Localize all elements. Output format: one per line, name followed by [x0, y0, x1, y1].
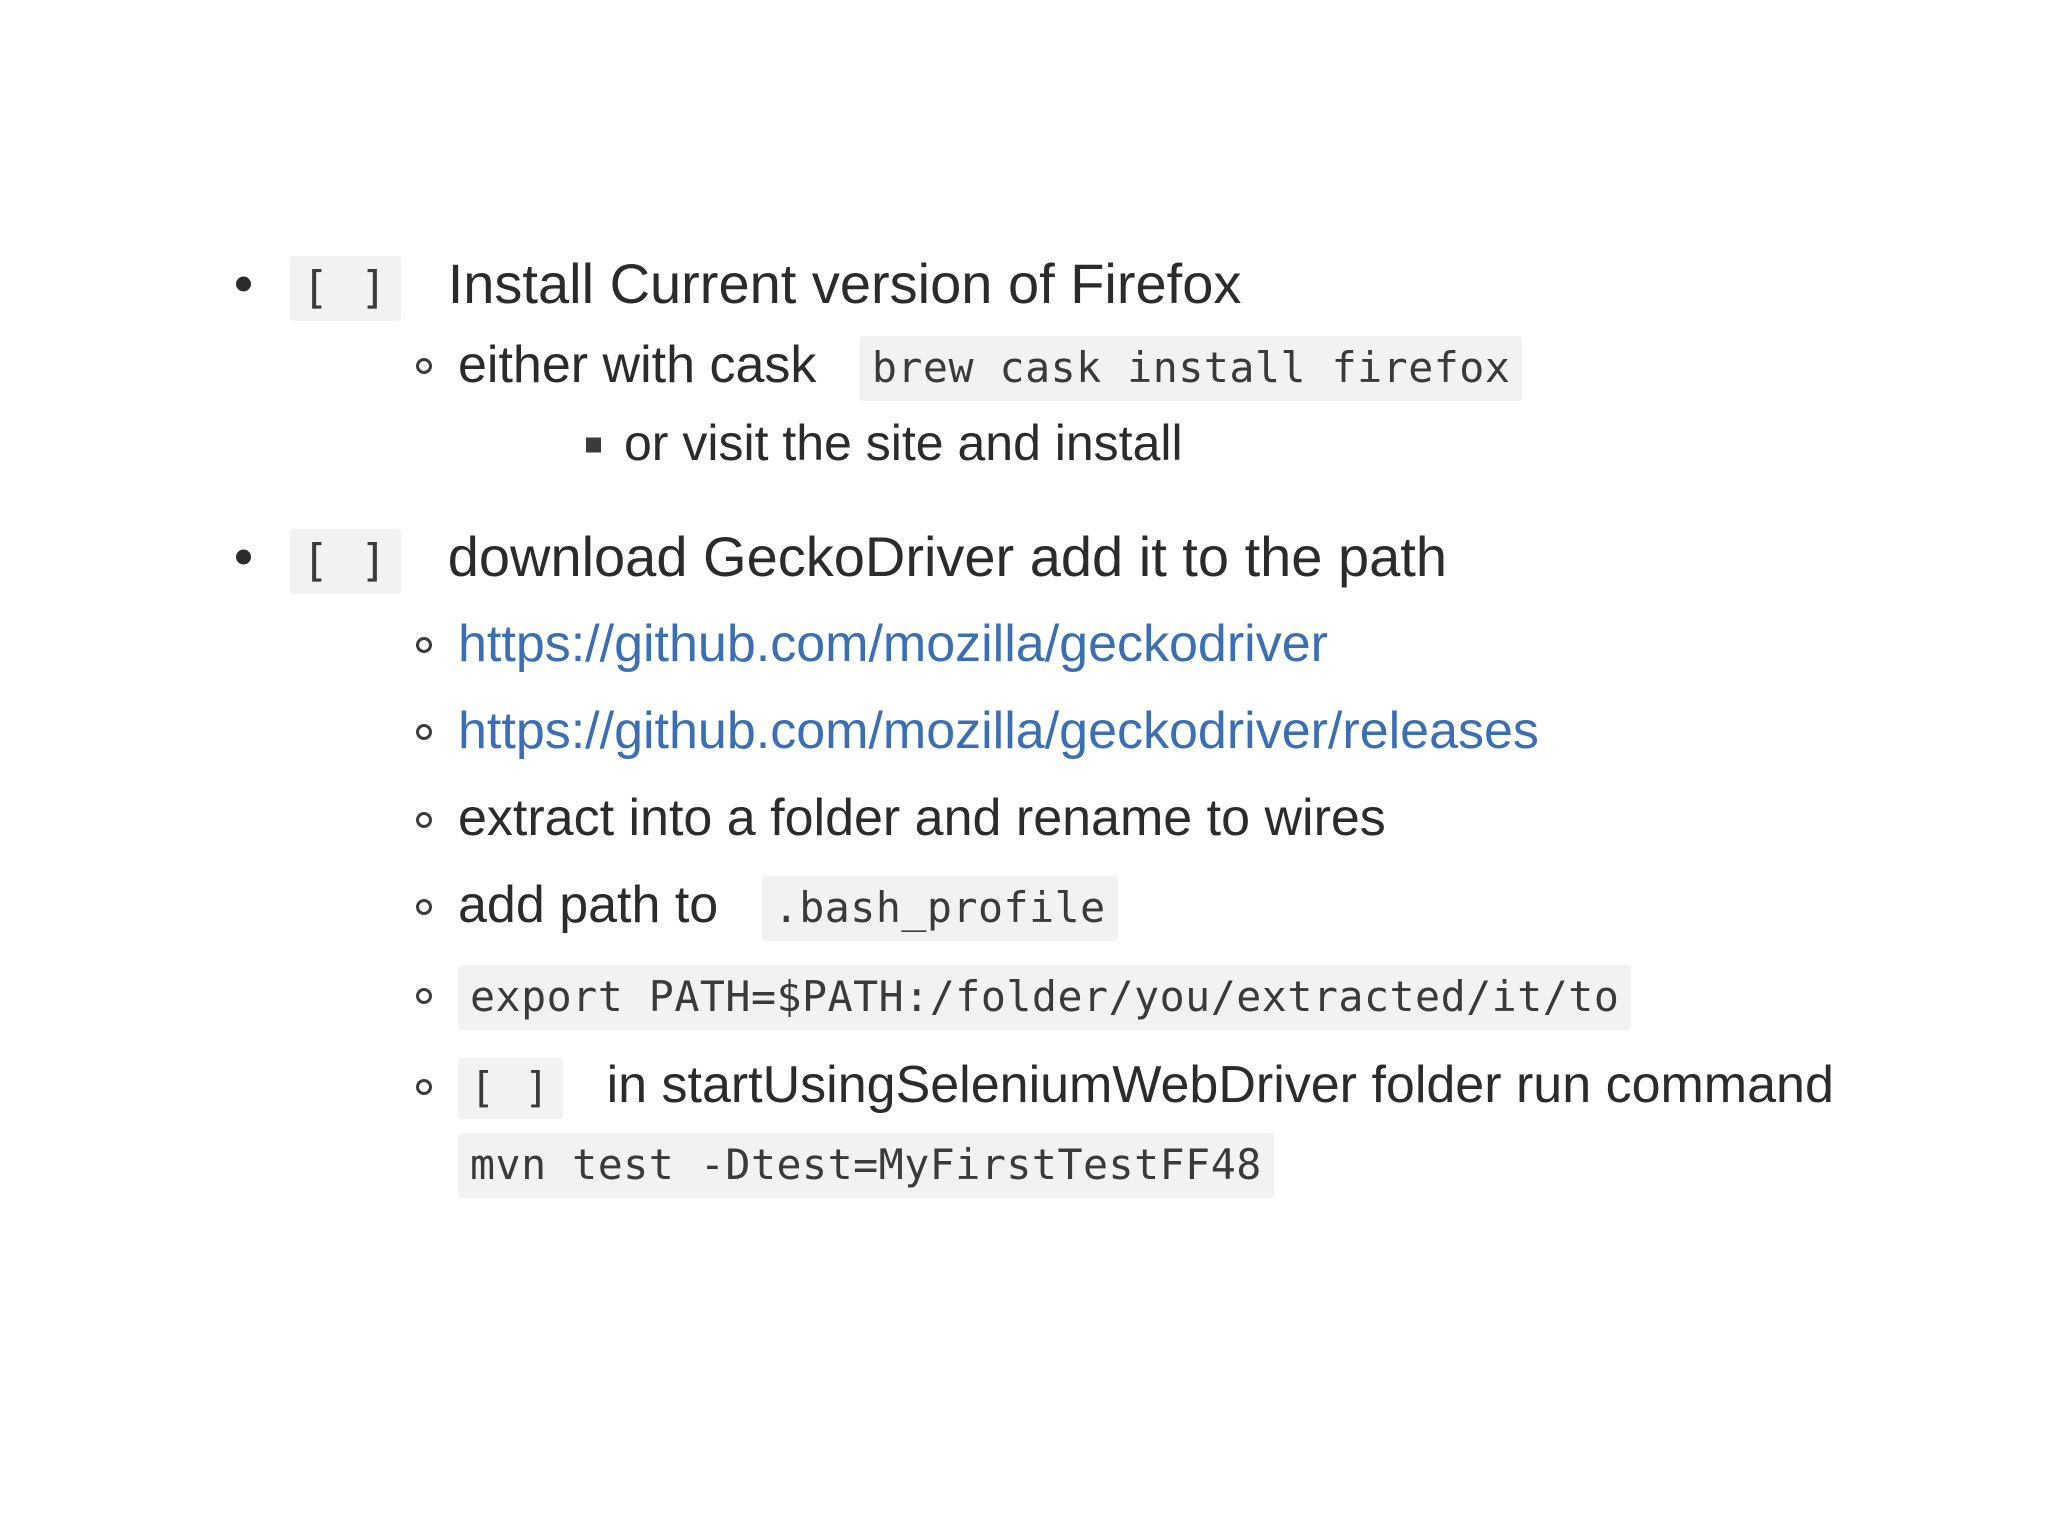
list-item: either with cask brew cask install firef…	[410, 335, 2048, 471]
filled-square-bullet-icon	[586, 437, 601, 453]
code-chip-bash-profile[interactable]: .bash_profile	[761, 876, 1118, 942]
list-item: https://github.com/mozilla/geckodriver	[410, 614, 2048, 673]
filled-disc-bullet-icon	[236, 276, 251, 292]
list-item: or visit the site and install	[578, 414, 2048, 471]
code-chip-mvn-test[interactable]: mvn test -Dtest=MyFirstTestFF48	[458, 1133, 1274, 1199]
checkbox-chip[interactable]: [ ]	[458, 1058, 564, 1120]
hollow-circle-bullet-icon	[416, 637, 432, 654]
code-chip-export-path[interactable]: export PATH=$PATH:/folder/you/extracted/…	[458, 965, 1632, 1031]
code-chip-wrapper: mvn test -Dtest=MyFirstTestFF48	[458, 1133, 2048, 1199]
checkbox-chip[interactable]: [ ]	[290, 256, 401, 321]
list-item: [ ] Install Current version of Firefox e…	[228, 252, 2048, 471]
bullet-list-level2: https://github.com/mozilla/geckodriver h…	[290, 614, 2048, 1199]
list-item: [ ] in startUsingSeleniumWebDriver folde…	[410, 1056, 2048, 1199]
list-item-label: add path to	[458, 876, 719, 935]
bullet-list-level2: either with cask brew cask install firef…	[290, 335, 2048, 471]
code-chip-brew-cask-install[interactable]: brew cask install firefox	[859, 335, 1523, 401]
hollow-circle-bullet-icon	[416, 1078, 432, 1095]
hollow-circle-bullet-icon	[416, 987, 432, 1004]
hollow-circle-bullet-icon	[416, 898, 432, 915]
link-geckodriver-releases[interactable]: https://github.com/mozilla/geckodriver/r…	[458, 701, 1539, 760]
list-item-label: in startUsingSeleniumWebDriver folder ru…	[606, 1056, 1834, 1115]
list-item: export PATH=$PATH:/folder/you/extracted/…	[410, 965, 2048, 1031]
list-item: [ ] download GeckoDriver add it to the p…	[228, 524, 2048, 1199]
hollow-circle-bullet-icon	[416, 811, 432, 828]
list-item-label: or visit the site and install	[624, 414, 1183, 471]
list-item-label: extract into a folder and rename to wire…	[458, 788, 1386, 847]
list-item: https://github.com/mozilla/geckodriver/r…	[410, 701, 2048, 760]
hollow-circle-bullet-icon	[416, 724, 432, 741]
filled-disc-bullet-icon	[236, 549, 251, 565]
bullet-list-level3: or visit the site and install	[458, 414, 2048, 471]
link-geckodriver-repo[interactable]: https://github.com/mozilla/geckodriver	[458, 614, 1328, 673]
bullet-list-root: [ ] Install Current version of Firefox e…	[0, 252, 2048, 1199]
list-item: add path to .bash_profile	[410, 876, 2048, 942]
list-item-label: Install Current version of Firefox	[447, 252, 1242, 315]
list-item: extract into a folder and rename to wire…	[410, 788, 2048, 847]
checkbox-chip[interactable]: [ ]	[290, 528, 401, 594]
list-item-label: download GeckoDriver add it to the path	[447, 524, 1447, 588]
list-item-label: either with cask	[458, 335, 817, 394]
hollow-circle-bullet-icon	[416, 358, 432, 375]
